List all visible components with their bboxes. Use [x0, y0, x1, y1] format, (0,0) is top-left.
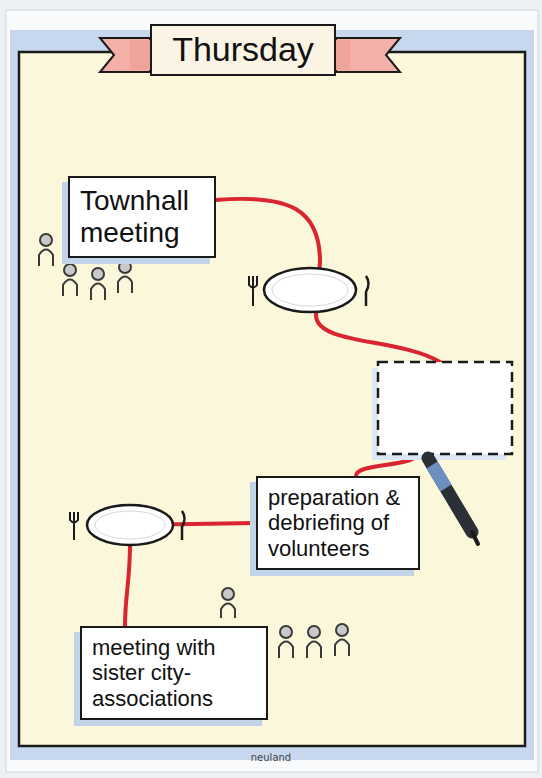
box-label: meeting with sister city-associations [92, 635, 256, 711]
dashed-empty-box [378, 362, 512, 454]
person-head [336, 624, 348, 636]
activity-box: Townhall meeting [68, 176, 216, 258]
person-body [279, 642, 293, 659]
flipchart-sheet [6, 10, 538, 772]
plate [264, 268, 356, 312]
person-head [92, 268, 104, 280]
blue-wash-border [10, 30, 534, 760]
knife [366, 276, 369, 306]
person-head [308, 626, 320, 638]
fork [70, 512, 78, 540]
plate [87, 505, 173, 545]
person-body [63, 280, 77, 297]
person-body [118, 277, 132, 294]
person-body [221, 604, 235, 619]
person-head [64, 264, 76, 276]
person-body [39, 250, 53, 267]
fork [249, 276, 257, 306]
pen-body [428, 458, 472, 532]
plate-rim [95, 511, 165, 539]
person-head [40, 234, 52, 246]
lunch-plate [249, 268, 369, 312]
pen-cap [432, 465, 446, 488]
dinner-plate [70, 505, 185, 545]
box-label: Townhall meeting [80, 185, 204, 249]
placeholder-box [372, 362, 512, 460]
yellow-panel [19, 52, 525, 746]
pen-tip [472, 532, 478, 544]
plate-rim [272, 274, 348, 306]
marker-pen [428, 458, 478, 544]
person-head [280, 626, 292, 638]
person-body [307, 642, 321, 659]
person-head [222, 588, 234, 600]
person-head [119, 261, 131, 273]
knife [182, 511, 185, 540]
person-body [91, 284, 105, 301]
person-body [335, 640, 349, 657]
box-label: preparation & debriefing of volunteers [268, 485, 408, 561]
activity-box: preparation & debriefing of volunteers [256, 476, 420, 570]
brand-watermark: neuland [251, 752, 291, 763]
title-banner-text: Thursday [150, 24, 336, 76]
activity-box: meeting with sister city-associations [80, 626, 268, 720]
